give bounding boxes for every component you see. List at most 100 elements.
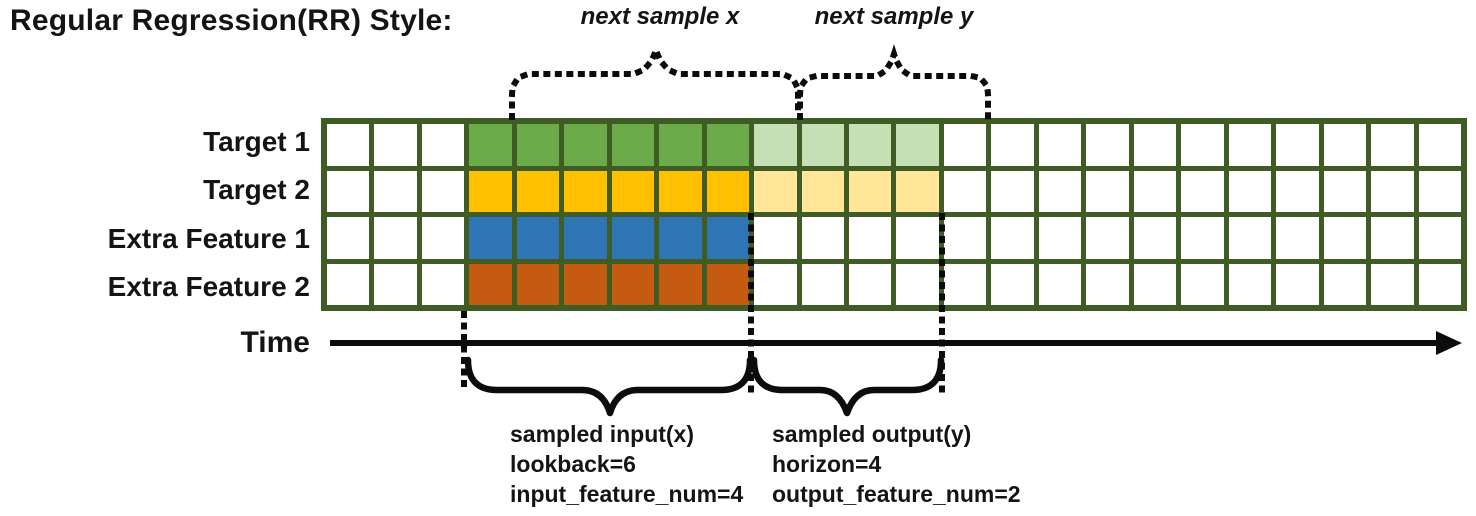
grid-cell <box>1371 263 1414 305</box>
grid-cell <box>1133 170 1177 212</box>
grid-cell <box>1086 170 1129 212</box>
grid-cell <box>564 124 607 166</box>
grid-cell <box>896 217 939 259</box>
grid-cell <box>469 170 512 212</box>
grid-cell <box>801 263 845 305</box>
grid-cell <box>516 124 560 166</box>
grid-cell <box>801 124 845 166</box>
grid-cell <box>327 124 370 166</box>
grid-cell <box>754 170 797 212</box>
grid-cell <box>374 263 417 305</box>
grid-cell <box>516 263 560 305</box>
grid-cell <box>1181 217 1224 259</box>
grid-cell <box>849 124 892 166</box>
grid-cell <box>1038 124 1082 166</box>
grid-cell <box>1086 217 1129 259</box>
grid-cell <box>706 124 750 166</box>
grid-cell <box>1086 124 1129 166</box>
grid-cell <box>1038 170 1082 212</box>
grid-cell <box>659 263 702 305</box>
next-sample-x-label: next sample x <box>580 3 740 30</box>
grid-cell <box>801 170 845 212</box>
grid-cell <box>469 217 512 259</box>
grid-cell <box>943 124 987 166</box>
grid-cell <box>611 124 655 166</box>
grid-cell <box>327 170 370 212</box>
timeline-grid <box>321 118 1467 311</box>
grid-cell <box>1276 217 1319 259</box>
grid-cell <box>991 263 1034 305</box>
row-label: Target 1 <box>203 126 310 157</box>
sampled-output-line3: output_feature_num=2 <box>772 481 1021 507</box>
grid-cell <box>1133 217 1177 259</box>
grid-cell <box>1418 217 1461 259</box>
grid-cell <box>1181 170 1224 212</box>
sampled-output-line2: horizon=4 <box>772 451 882 477</box>
grid-cell <box>469 263 512 305</box>
next-sample-y-label: next sample y <box>814 3 974 30</box>
grid-cell <box>374 124 417 166</box>
grid-cell <box>1228 263 1272 305</box>
grid-cell <box>1133 263 1177 305</box>
grid-cell <box>801 217 845 259</box>
row-label: Extra Feature 2 <box>107 271 310 302</box>
grid-cell <box>943 170 987 212</box>
grid-cell <box>849 263 892 305</box>
sampled-input-annotation: sampled input(x) lookback=6 input_featur… <box>510 419 743 509</box>
grid-cell <box>1228 124 1272 166</box>
grid-cell <box>754 217 797 259</box>
grid-cell <box>754 263 797 305</box>
grid-cell <box>1276 263 1319 305</box>
grid-cell <box>327 217 370 259</box>
grid-cell <box>1038 217 1082 259</box>
row-label: Target 2 <box>203 174 310 205</box>
grid-cell <box>659 217 702 259</box>
time-axis-arrowhead <box>1436 331 1462 355</box>
sampled-output-line1: sampled output(y) <box>772 421 972 447</box>
grid-cell <box>1276 124 1319 166</box>
grid-cell <box>564 170 607 212</box>
grid-cell <box>1228 170 1272 212</box>
grid-cell <box>1181 263 1224 305</box>
sampled-input-brace <box>464 356 754 417</box>
grid-cell <box>611 263 655 305</box>
diagram-title: Regular Regression(RR) Style: <box>10 4 453 37</box>
grid-cell <box>1371 124 1414 166</box>
grid-cell <box>991 124 1034 166</box>
grid-cell <box>896 263 939 305</box>
grid-cell <box>1418 124 1461 166</box>
grid-cell <box>516 217 560 259</box>
grid-cell <box>516 170 560 212</box>
grid-cell <box>1133 124 1177 166</box>
grid-cell <box>754 124 797 166</box>
grid-cell <box>706 263 750 305</box>
grid-cell <box>327 263 370 305</box>
grid-cell <box>991 170 1034 212</box>
grid-cell <box>1323 170 1367 212</box>
row-label: Extra Feature 1 <box>107 223 310 254</box>
grid-cell <box>611 170 655 212</box>
grid-cell <box>469 124 512 166</box>
sampled-input-line3: input_feature_num=4 <box>510 481 744 507</box>
grid-cell <box>1181 124 1224 166</box>
sampled-output-brace <box>750 356 945 417</box>
sampled-input-line1: sampled input(x) <box>510 421 695 447</box>
grid-cell <box>421 124 465 166</box>
grid-cell <box>1228 217 1272 259</box>
sampled-input-line2: lookback=6 <box>510 451 636 477</box>
grid-cell <box>564 263 607 305</box>
sampled-output-annotation: sampled output(y) horizon=4 output_featu… <box>772 419 1021 509</box>
grid-cell <box>611 217 655 259</box>
grid-cell <box>659 124 702 166</box>
grid-cell <box>1323 217 1367 259</box>
next-sample-y-brace <box>797 44 991 120</box>
grid-cell <box>943 217 987 259</box>
grid-cell <box>706 217 750 259</box>
grid-cell <box>1371 170 1414 212</box>
grid-cell <box>1276 170 1319 212</box>
grid-cell <box>659 170 702 212</box>
grid-cell <box>564 217 607 259</box>
grid-cell <box>421 263 465 305</box>
grid-cell <box>1323 263 1367 305</box>
